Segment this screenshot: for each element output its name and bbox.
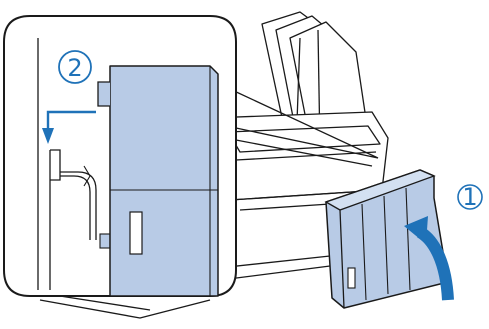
step-1-callout: 1 (458, 183, 482, 211)
step-2-callout: 2 (59, 51, 91, 83)
step-2-label: 2 (67, 54, 82, 82)
tank-window (348, 268, 355, 288)
step-1-label: 1 (462, 183, 477, 211)
zoom-callout: 2 (4, 16, 236, 296)
zoomed-ink-tank (98, 66, 218, 296)
zoomed-tank-window (130, 212, 142, 254)
